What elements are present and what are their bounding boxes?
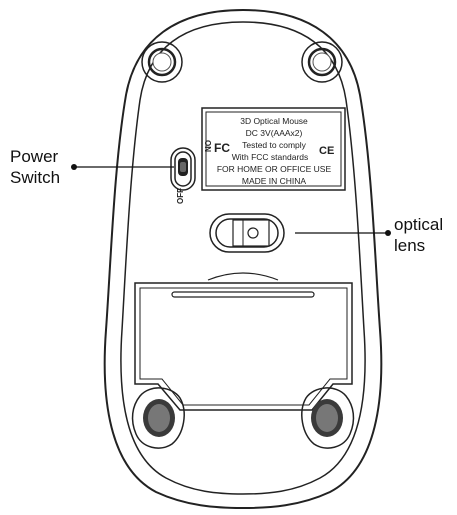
fcc-logo: FC bbox=[214, 141, 230, 155]
label-line-4: With FCC standards bbox=[232, 152, 309, 162]
top-left-foot bbox=[141, 41, 183, 83]
power-switch-callout-line-2: Switch bbox=[10, 168, 61, 187]
optical-lens bbox=[209, 213, 285, 253]
top-right-foot bbox=[301, 41, 343, 83]
product-label: 3D Optical Mouse DC 3V(AAAx2) Tested to … bbox=[201, 107, 346, 191]
battery-cover-arc bbox=[207, 272, 279, 281]
power-switch-callout-line-1: Power bbox=[10, 147, 59, 166]
label-line-5: FOR HOME OR OFFICE USE bbox=[217, 164, 332, 174]
bottom-right-foot bbox=[301, 387, 355, 449]
label-line-3: Tested to comply bbox=[242, 140, 307, 150]
optical-lens-leader bbox=[295, 230, 391, 236]
power-switch-leader bbox=[71, 164, 174, 170]
power-switch-callout: Power Switch bbox=[10, 146, 60, 188]
switch-on-mark: ON bbox=[203, 140, 212, 152]
battery-cover bbox=[134, 282, 353, 411]
mouse-inner-shell bbox=[120, 21, 366, 495]
switch-off-mark: OFF bbox=[176, 188, 185, 204]
label-line-2: DC 3V(AAAx2) bbox=[246, 128, 303, 138]
optical-lens-callout-line-2: lens bbox=[394, 236, 426, 255]
label-line-1: 3D Optical Mouse bbox=[240, 116, 308, 126]
bottom-left-foot bbox=[131, 387, 185, 449]
optical-lens-callout-line-1: optical bbox=[394, 215, 444, 234]
mouse-outer-shell bbox=[103, 8, 383, 510]
ce-logo: CE bbox=[319, 145, 334, 157]
power-switch[interactable] bbox=[170, 147, 196, 191]
label-line-6: MADE IN CHINA bbox=[242, 176, 307, 186]
optical-lens-callout: optical lens bbox=[394, 214, 443, 256]
